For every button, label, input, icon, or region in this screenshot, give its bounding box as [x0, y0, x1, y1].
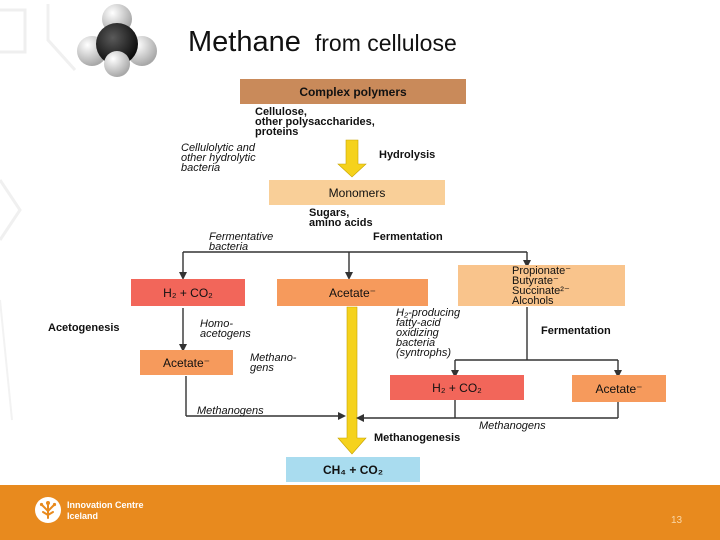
- complex-polymers-desc: Cellulose,other polysaccharides,proteins: [255, 106, 375, 138]
- footer-bar: Innovation Centre Iceland 13: [0, 485, 720, 540]
- complex-desc-line-3: proteins: [255, 126, 299, 138]
- acetate-left-box: Acetate⁻: [140, 350, 233, 375]
- acetate-right-box: Acetate⁻: [572, 375, 666, 402]
- h2-producing-line-1: H₂-producing: [396, 307, 461, 319]
- complex-desc-line-2: other polysaccharides,: [255, 116, 375, 128]
- h2-producing-line-5: (syntrophs): [396, 347, 452, 359]
- cellulolytic-line-2: other hydrolytic: [181, 152, 256, 164]
- methanogens-left-line-1: Methano-: [250, 352, 297, 364]
- homoacetogens-line-1: Homo-: [200, 318, 234, 330]
- diagram-connectors: [179, 139, 622, 455]
- organization-line-2: Iceland: [67, 511, 99, 521]
- slide-background-decoration: [0, 4, 77, 421]
- homoacetogens-line-2: acetogens: [200, 328, 251, 340]
- title-main: Methane: [188, 26, 301, 58]
- hydrolysis-label: Hydrolysis: [379, 149, 436, 161]
- fermentative-line-2: bacteria: [209, 241, 249, 253]
- fatty-acid-line-2: Butyrate⁻: [511, 274, 559, 287]
- page-number: 13: [671, 515, 683, 526]
- complex-desc-line-1: Cellulose,: [255, 106, 307, 118]
- complex-polymers-box: Complex polymers: [240, 79, 466, 104]
- title-sub: from cellulose: [314, 30, 457, 56]
- monomers-box: Monomers: [269, 180, 445, 205]
- fatty-acid-line-3: Succinate²⁻: [511, 284, 570, 297]
- methanogens-bottom-left-label: Methanogens: [197, 405, 264, 417]
- organization-line-1: Innovation Centre: [67, 500, 144, 510]
- cellulolytic-line-1: Cellulolytic and: [181, 142, 255, 154]
- methanogens-bottom-right-label: Methanogens: [479, 420, 546, 432]
- fatty-acid-line-1: Propionate⁻: [511, 264, 571, 277]
- h2-co2-right-box: H₂ + CO₂: [390, 375, 524, 400]
- methanogens-left-line-2: gens: [250, 362, 274, 374]
- methanogenesis-label: Methanogenesis: [374, 432, 461, 444]
- fermentative-line-1: Fermentative: [209, 231, 274, 243]
- fatty-acid-line-4: Alcohols: [511, 294, 554, 307]
- methane-molecule-icon: [77, 4, 157, 77]
- ch4-co2-box: CH₄ + CO₂: [286, 457, 420, 482]
- h2-producing-line-3: oxidizing: [396, 327, 439, 339]
- fatty-acids-box: Propionate⁻ Butyrate⁻ Succinate²⁻ Alcoho…: [458, 265, 625, 306]
- fermentation-top-label: Fermentation: [373, 231, 443, 243]
- cellulolytic-line-3: bacteria: [181, 162, 221, 174]
- h2-producing-line-2: fatty-acid: [396, 317, 441, 329]
- h2-co2-left-box: H₂ + CO₂: [131, 279, 245, 306]
- monomers-desc-line-2: amino acids: [309, 217, 373, 229]
- innovation-centre-logo-icon: [35, 497, 61, 523]
- monomers-desc-line-1: Sugars,: [309, 207, 350, 219]
- slide-title: Methane from cellulose: [188, 26, 457, 59]
- organization-name: Innovation Centre Iceland: [67, 500, 144, 522]
- fermentation-right-label: Fermentation: [541, 325, 611, 337]
- monomers-desc: Sugars,amino acids: [309, 207, 373, 229]
- methanogens-left-label: Methano-gens: [250, 352, 297, 374]
- homoacetogens-label: Homo-acetogens: [200, 318, 251, 340]
- acetate-center-box: Acetate⁻: [277, 279, 428, 306]
- acetogenesis-label: Acetogenesis: [48, 322, 120, 334]
- h2-producing-line-4: bacteria: [396, 337, 436, 349]
